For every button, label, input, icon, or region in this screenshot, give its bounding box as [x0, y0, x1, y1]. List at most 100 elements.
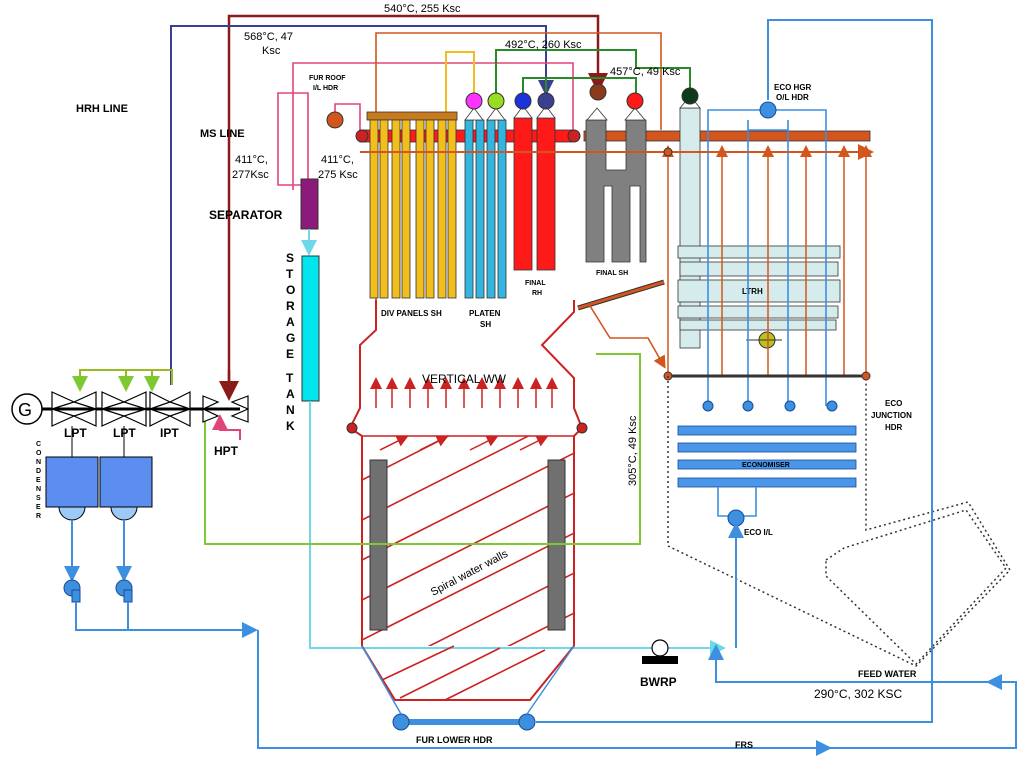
condenser-1-hotwell [58, 506, 86, 521]
turbine-lpt-1 [51, 391, 97, 427]
platen-inlet-hdr [465, 92, 483, 110]
lpt2-label: LPT [113, 426, 136, 440]
spiral-walls-label: Spiral water walls [429, 548, 511, 599]
furnace-outline [348, 300, 584, 701]
cold-rh-line [204, 353, 641, 545]
separator-pipe [277, 92, 309, 196]
roof-hdr-ball-left [355, 129, 369, 143]
separator-inlet-pressure: 277Ksc [232, 169, 269, 181]
lower-hdr-feed-right [526, 645, 575, 715]
final-rh-outlet-hdr [537, 92, 555, 110]
feed-water-label: FEED WATER [858, 669, 917, 679]
roof-inlet-pressure: 275 Ksc [318, 169, 358, 181]
storage-letter: O [286, 283, 295, 297]
div-panel-hdr [366, 111, 458, 121]
storage-tank [301, 255, 320, 402]
cep-1-base [71, 589, 81, 603]
ms-line [227, 14, 608, 392]
hrh-line [170, 25, 554, 385]
generator [11, 393, 43, 425]
condenser-2 [99, 456, 153, 508]
back-pass-casing [667, 376, 1011, 667]
condenser-letter: E [36, 504, 41, 511]
roof-steam-pipe-2 [583, 130, 871, 142]
transition-hdr-left [346, 422, 358, 434]
condenser-1 [45, 456, 99, 508]
storage-tank-label: S T O R A G E T A N K [286, 251, 295, 433]
eco-junction-label-3: HDR [885, 423, 903, 432]
bwrp-label: BWRP [640, 675, 677, 689]
ipt-arrows [72, 370, 160, 392]
lpt1-label: LPT [64, 426, 87, 440]
fur-lower-hdr-right [518, 713, 536, 731]
storage-letter: T [286, 267, 294, 281]
feed-water-temp: 290°C, 302 KSC [814, 687, 903, 701]
eco-hgr-label: ECO HGR [774, 83, 812, 92]
vertical-ww-arrows [370, 377, 558, 408]
fur-roof-hdr [326, 111, 344, 129]
feed-water-line [708, 644, 990, 683]
fur-roof-label-2: I/L HDR [313, 85, 338, 92]
vertical-ww-label: VERTICAL WW [422, 372, 507, 386]
final-rh-cap-right [536, 105, 556, 119]
div-panel-link [445, 51, 475, 112]
div-panels-label: DIV PANELS SH [381, 309, 442, 318]
back-pass-arrows [662, 145, 872, 376]
ltrh-outlet-hdr [681, 87, 699, 105]
fur-roof-label: FUR ROOF [309, 75, 346, 82]
eco-hgr-ol-hdr [759, 101, 777, 119]
tank-letter: A [286, 387, 295, 401]
final-rh-right [536, 117, 556, 271]
condenser-letter: N [36, 486, 41, 493]
final-rh-left [513, 117, 533, 271]
hrh-temp-label: 568°C, 47 [244, 31, 293, 43]
condenser-letter: D [36, 468, 41, 475]
hpt-exhaust [212, 414, 241, 440]
fur-lower-hdr-label: FUR LOWER HDR [416, 735, 493, 745]
lower-hdr-feed-left [361, 645, 402, 715]
eco-junction-ball-right [861, 371, 871, 381]
condenser-label: C O N D E N S E R [36, 441, 42, 520]
eco-outlet-riser [536, 19, 933, 723]
nose-arch-inner [577, 280, 665, 310]
eco-hanger-drop [747, 120, 789, 131]
roof-inlet-temp: 411°C, [321, 154, 354, 166]
economiser-headers [702, 400, 838, 412]
turbine-ipt [149, 391, 191, 427]
roof-inlet-pipe [292, 62, 574, 190]
ipt-label: IPT [160, 426, 179, 440]
spiral-arrows [379, 435, 549, 451]
generator-label: G [18, 400, 32, 420]
condenser-letter: E [36, 477, 41, 484]
frs-to-feed [828, 674, 1017, 749]
hrh-line-label: HRH LINE [76, 103, 128, 115]
rh-header-ball [663, 147, 673, 157]
final-rh-inlet-hdr [514, 92, 532, 110]
final-sh-link [522, 77, 637, 96]
final-rh-label: FINAL [525, 280, 546, 287]
cep-2-base [123, 589, 133, 603]
economiser-label: ECONOMISER [742, 462, 790, 469]
final-sh-outlet-hdr [589, 83, 607, 101]
condenser-letter: R [36, 513, 41, 520]
eco-junction-label-2: JUNCTION [871, 411, 912, 420]
bwrp-base [642, 656, 678, 664]
turbine-hpt [202, 395, 249, 423]
bwrp-pump [651, 639, 669, 657]
platen-label-2: SH [480, 320, 491, 329]
hopper-hatch [381, 645, 546, 701]
ms-line-label: MS LINE [200, 128, 245, 140]
condenser-letter: N [36, 459, 41, 466]
duct-outline [825, 509, 1007, 666]
eco-junction-label: ECO [885, 399, 902, 408]
platen-label: PLATEN [469, 309, 501, 318]
separator-inlet-temp: 411°C, [235, 154, 268, 166]
ms-temp-label: 540°C, 255 Ksc [384, 3, 461, 15]
condenser-letter: S [36, 495, 41, 502]
condensate-line [75, 602, 258, 638]
tank-letter: T [286, 371, 294, 385]
platen-link [495, 49, 691, 96]
eco-hgr-label-2: O/L HDR [776, 93, 809, 102]
storage-letter: A [286, 315, 295, 329]
